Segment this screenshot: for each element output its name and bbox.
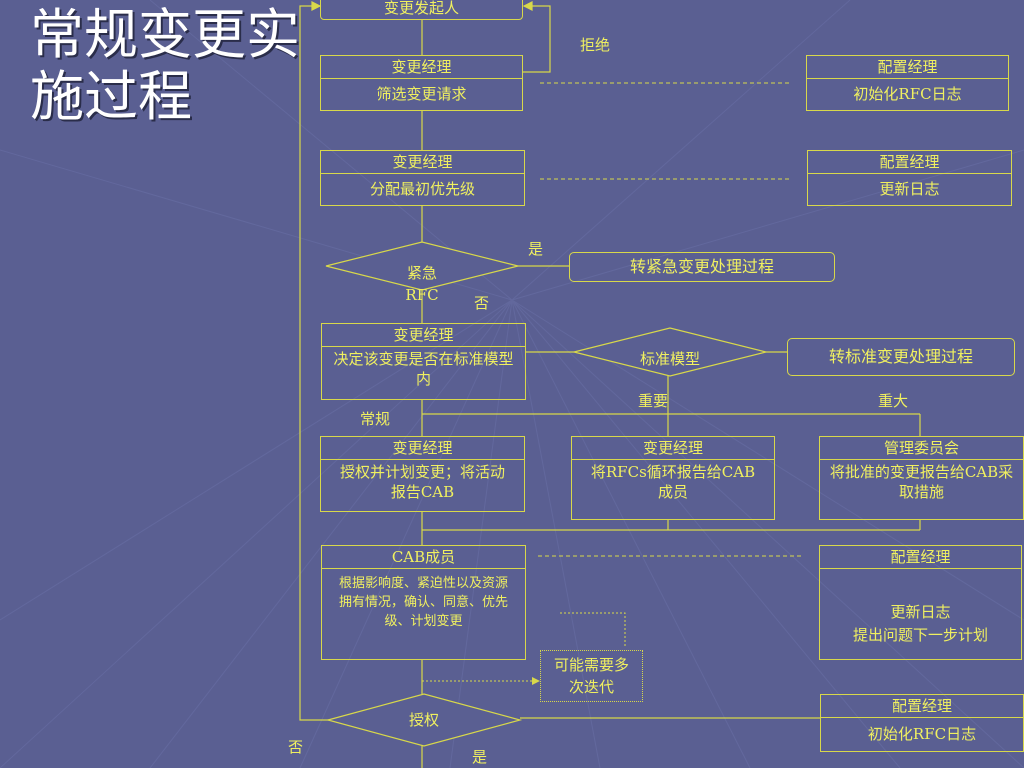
- label-no-urgent: 否: [474, 294, 490, 312]
- config-init-box: 配置经理 初始化RFC日志: [806, 55, 1009, 111]
- urgent-rfc-label: 紧急RFC: [405, 264, 439, 304]
- screen-request-box: 变更经理 筛选变更请求: [320, 55, 523, 111]
- label-major: 重大: [878, 392, 909, 410]
- standard-model-label: 标准模型: [639, 350, 700, 368]
- config-final-box: 配置经理 初始化RFC日志: [820, 694, 1024, 752]
- slide-title: 常规变更实施过程: [30, 3, 300, 128]
- cab-member-box: CAB成员 根据影响度、紧迫性以及资源拥有情况，确认、同意、优先级、计划变更: [321, 545, 526, 660]
- board-box: 管理委员会 将批准的变更报告给CAB采取措施: [819, 436, 1024, 520]
- config-plan-box: 配置经理 更新日志 提出问题下一步计划: [819, 545, 1022, 660]
- initiator-box: 变更发起人: [320, 0, 523, 20]
- label-yes-urgent: 是: [528, 240, 544, 258]
- label-no-authorize: 否: [288, 738, 304, 756]
- config-plan-line-1: 更新日志: [890, 603, 951, 621]
- label-routine: 常规: [360, 410, 391, 428]
- label-yes-authorize: 是: [472, 748, 488, 766]
- priority-box: 变更经理 分配最初优先级: [320, 150, 525, 206]
- authorize-plan-box: 变更经理 授权并计划变更；将活动报告CAB: [320, 436, 525, 512]
- label-important: 重要: [638, 392, 669, 410]
- config-plan-line-2: 提出问题下一步计划: [852, 626, 988, 644]
- to-standard-box: 转标准变更处理过程: [787, 338, 1015, 376]
- to-urgent-box: 转紧急变更处理过程: [569, 252, 835, 282]
- standard-model-diamond: [573, 327, 767, 377]
- label-reject: 拒绝: [580, 36, 611, 54]
- report-cab-box: 变更经理 将RFCs循环报告给CAB成员: [571, 436, 775, 520]
- config-update-box: 配置经理 更新日志: [807, 150, 1012, 206]
- standard-check-box: 变更经理 决定该变更是否在标准模型内: [321, 323, 526, 400]
- urgent-rfc-diamond: [325, 241, 519, 291]
- authorize-label: 授权: [408, 711, 439, 729]
- iteration-note: 可能需要多次迭代: [540, 650, 643, 702]
- authorize-diamond: [325, 693, 523, 747]
